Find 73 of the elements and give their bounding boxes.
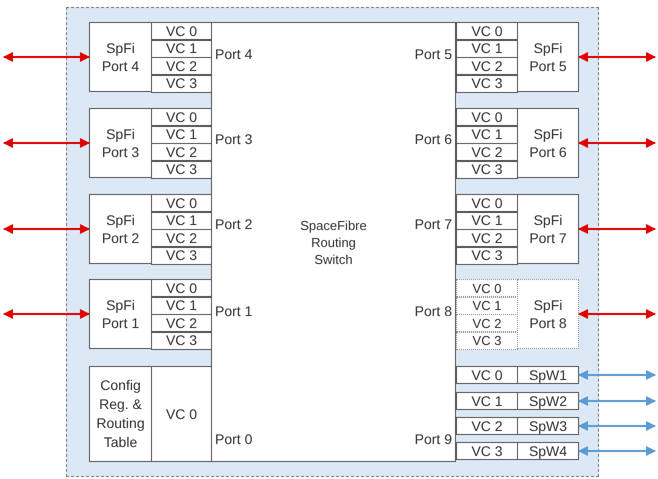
double-arrow [3,138,90,148]
spacewire-port-box: SpW1 [517,366,579,384]
virtual-channel-cell: VC 0 [151,194,212,212]
port-label: Port 0 [215,431,252,447]
virtual-channel-cell: VC 3 [456,160,518,178]
virtual-channel-cell: VC 3 [151,246,212,264]
virtual-channel-cell: VC 2 [456,143,518,161]
spacewire-port-box: SpW4 [517,442,579,460]
virtual-channel-cell: VC 2 [151,143,212,161]
port-label: Port 1 [215,303,252,319]
double-arrow [578,370,656,380]
double-arrow [578,138,656,148]
virtual-channel-cell: VC 3 [456,246,518,264]
double-arrow [3,224,90,234]
virtual-channel-cell: VC 0 [456,22,518,40]
port-box: SpFi Port 3 [89,108,152,178]
port-box: SpFi Port 1 [89,279,152,349]
port-label: Port 7 [414,216,452,232]
virtual-channel-cell: VC 2 [456,417,518,435]
virtual-channel-cell: VC 1 [151,126,212,144]
switch-enclosure [66,7,599,477]
port-box: SpFi Port 8 [517,279,579,349]
double-arrow [3,309,90,319]
double-arrow [3,52,90,62]
spacewire-port-box: SpW3 [517,417,579,435]
virtual-channel-cell: VC 3 [456,442,518,460]
virtual-channel-cell: VC 0 [456,279,518,297]
virtual-channel-cell: VC 1 [151,40,212,58]
virtual-channel-cell: VC 1 [151,212,212,230]
port-label: Port 6 [414,131,452,147]
virtual-channel-cell: VC 2 [456,57,518,75]
port-label: Port 2 [215,216,252,232]
port-box: SpFi Port 7 [517,194,579,264]
virtual-channel-cell: VC 0 [151,108,212,126]
virtual-channel-cell: VC 1 [456,40,518,58]
port-box: SpFi Port 6 [517,108,579,178]
double-arrow [578,309,656,319]
port-label: Port 8 [414,303,452,319]
virtual-channel-cell: VC 3 [151,74,212,92]
virtual-channel-cell: VC 2 [456,229,518,247]
virtual-channel-cell: VC 0 [456,366,518,384]
double-arrow [578,446,656,456]
virtual-channel-cell: VC 3 [456,74,518,92]
port-label: Port 4 [215,46,252,62]
virtual-channel-cell: VC 0 [456,194,518,212]
port-label: Port 3 [215,131,252,147]
virtual-channel-cell: VC 0 [151,279,212,297]
virtual-channel-cell: VC 2 [151,229,212,247]
virtual-channel-cell: VC 3 [151,332,212,350]
virtual-channel-cell: VC 2 [151,57,212,75]
port-box: SpFi Port 5 [517,22,579,92]
virtual-channel-cell: VC 3 [151,160,212,178]
virtual-channel-cell: VC 1 [456,212,518,230]
port-box: SpFi Port 2 [89,194,152,264]
virtual-channel-cell: VC 0 [456,108,518,126]
virtual-channel-cell: VC 0 [151,22,212,40]
double-arrow [578,224,656,234]
virtual-channel-cell: VC 3 [456,332,518,350]
double-arrow [578,52,656,62]
virtual-channel-cell: VC 2 [456,314,518,332]
virtual-channel-cell: VC 1 [456,126,518,144]
port-box: SpFi Port 4 [89,22,152,92]
port-label: Port 9 [414,431,452,447]
virtual-channel-cell: VC 1 [456,392,518,410]
virtual-channel-cell: VC 0 [151,366,212,462]
double-arrow [578,396,656,406]
spacewire-port-box: SpW2 [517,392,579,410]
config-table-box: Config Reg. & Routing Table [89,366,152,462]
virtual-channel-cell: VC 1 [151,296,212,314]
port-label: Port 5 [414,46,452,62]
virtual-channel-cell: VC 2 [151,314,212,332]
virtual-channel-cell: VC 1 [456,296,518,314]
double-arrow [578,421,656,431]
